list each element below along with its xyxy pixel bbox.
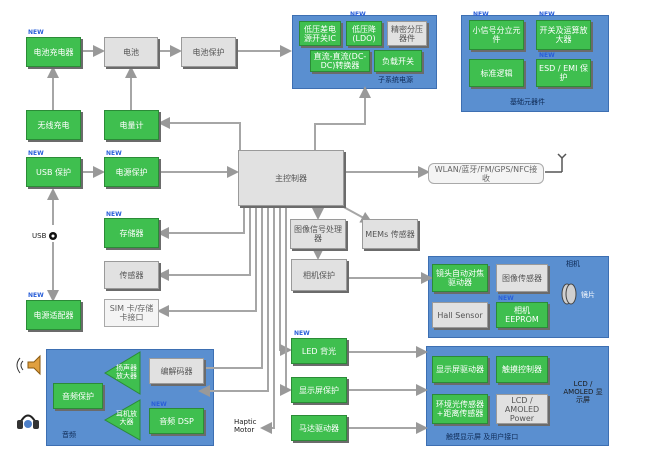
display-title: 触摸显示屏 及用户接口 bbox=[446, 433, 519, 441]
touch-controller-box[interactable]: 触摸控制器 bbox=[496, 356, 548, 383]
small-signal-discrete-box[interactable]: 小信号分立元件 bbox=[469, 20, 524, 50]
wireless-charging-box[interactable]: 无线充电 bbox=[26, 110, 81, 140]
power-protection-box[interactable]: 电源保护 bbox=[104, 157, 159, 187]
lcd-amoled-power-box[interactable]: LCD / AMOLED Power bbox=[496, 394, 548, 424]
new-tag: NEW bbox=[539, 11, 555, 18]
subsystem-power-title: 子系统电源 bbox=[378, 76, 413, 84]
codec-box[interactable]: 编解码器 bbox=[149, 358, 204, 384]
usb-protection-box[interactable]: USB 保护 bbox=[26, 157, 81, 187]
new-tag: NEW bbox=[106, 150, 122, 157]
fuel-gauge-box[interactable]: 电量计 bbox=[104, 110, 159, 140]
hall-sensor-box[interactable]: Hall Sensor bbox=[432, 302, 488, 328]
ambient-proximity-sensor-box[interactable]: 环境光传感器+距离传感器 bbox=[432, 394, 488, 424]
display-driver-box[interactable]: 显示屏驱动器 bbox=[432, 356, 488, 383]
storage-box[interactable]: 存储器 bbox=[104, 218, 159, 248]
battery-protection-box[interactable]: 电池保护 bbox=[181, 37, 236, 67]
new-tag: NEW bbox=[498, 295, 514, 302]
new-tag: NEW bbox=[28, 29, 44, 36]
lcd-amoled-display-label: LCD / AMOLED 显示屏 bbox=[563, 380, 603, 404]
led-backlight-box[interactable]: LED 背光 bbox=[291, 338, 347, 364]
speaker-icon bbox=[16, 354, 41, 376]
wireless-interface-box[interactable]: WLAN/蓝牙/FM/GPS/NFC接收 bbox=[428, 163, 544, 184]
camera-protection-box[interactable]: 相机保护 bbox=[291, 259, 347, 291]
load-switch-box[interactable]: 负载开关 bbox=[374, 50, 422, 72]
headphones-icon bbox=[17, 414, 39, 429]
new-tag: NEW bbox=[539, 52, 555, 59]
battery-charger-box[interactable]: 电池充电器 bbox=[26, 37, 81, 67]
new-tag: NEW bbox=[106, 211, 122, 218]
autofocus-driver-box[interactable]: 镜头自动对焦驱动器 bbox=[432, 264, 488, 292]
camera-title: 相机 bbox=[566, 260, 580, 268]
audio-title: 音频 bbox=[62, 431, 76, 439]
ldo-power-switch-box[interactable]: 低压差电源开关IC bbox=[299, 21, 341, 46]
voltage-divider-box[interactable]: 精密分压器件 bbox=[387, 21, 427, 46]
new-tag: NEW bbox=[151, 401, 167, 408]
usb-port-icon bbox=[49, 232, 57, 240]
sensors-box[interactable]: 传感器 bbox=[104, 261, 159, 289]
mems-sensor-box[interactable]: MEMs 传感器 bbox=[362, 219, 418, 249]
new-tag: NEW bbox=[473, 11, 489, 18]
speaker-amp-shape bbox=[104, 351, 141, 395]
basic-components-title: 基础元器件 bbox=[510, 98, 545, 106]
display-protection-box[interactable]: 显示屏保护 bbox=[291, 377, 347, 403]
haptic-motor-label: Haptic Motor bbox=[234, 418, 257, 434]
speaker-amp-label: 扬声器放大器 bbox=[116, 364, 137, 380]
headphone-amp-shape bbox=[103, 399, 141, 441]
new-tag: NEW bbox=[294, 330, 310, 337]
new-tag: NEW bbox=[350, 11, 366, 18]
antenna-icon bbox=[545, 153, 567, 173]
dcdc-converter-box[interactable]: 直流-直流(DC-DC)转换器 bbox=[310, 50, 370, 72]
esd-emi-protection-box[interactable]: ESD / EMI 保护 bbox=[536, 59, 591, 87]
audio-dsp-box[interactable]: 音频 DSP bbox=[149, 408, 204, 434]
new-tag: NEW bbox=[28, 150, 44, 157]
ldo-box[interactable]: 低压降(LDO) bbox=[346, 21, 382, 46]
image-signal-processor-box[interactable]: 图像信号处理器 bbox=[290, 219, 346, 249]
lens-label: 镜片 bbox=[581, 291, 595, 299]
lens-icon bbox=[561, 283, 577, 305]
power-adapter-box[interactable]: 电源适配器 bbox=[26, 300, 81, 330]
battery-box[interactable]: 电池 bbox=[104, 37, 158, 67]
headphone-amp-label: 耳机放大器 bbox=[116, 410, 137, 426]
main-controller-box[interactable]: 主控制器 bbox=[238, 150, 344, 206]
image-sensor-box[interactable]: 图像传感器 bbox=[496, 264, 548, 292]
switch-op-amp-box[interactable]: 开关及运算放大器 bbox=[536, 20, 591, 50]
motor-driver-box[interactable]: 马达驱动器 bbox=[291, 415, 347, 441]
usb-label: USB bbox=[32, 232, 47, 240]
standard-logic-box[interactable]: 标准逻辑 bbox=[469, 59, 524, 87]
new-tag: NEW bbox=[28, 292, 44, 299]
camera-eeprom-box[interactable]: 相机EEPROM bbox=[496, 302, 548, 328]
audio-protection-box[interactable]: 音频保护 bbox=[53, 383, 103, 409]
sim-card-box[interactable]: SIM 卡/存储卡接口 bbox=[104, 299, 159, 327]
